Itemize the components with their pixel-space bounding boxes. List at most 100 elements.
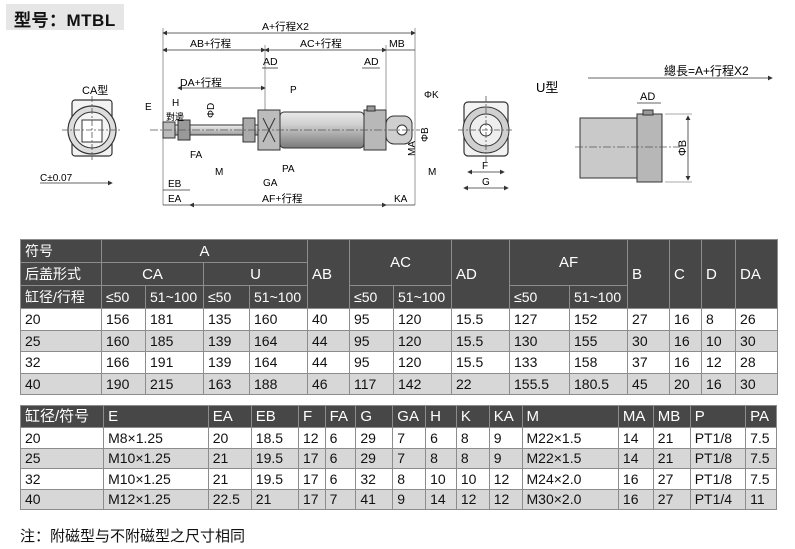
table1-cell: 8 [701,308,737,331]
table2-header-cell: EA [207,405,252,428]
table2-cell: 8 [455,447,490,469]
table2-header-cell: E [103,405,209,428]
table2-header-cell: 缸径/符号 [19,405,105,428]
table2-header-cell: H [425,405,457,428]
table2-header-cell: MB [652,405,691,428]
label-e: E [145,102,152,113]
table1-cell: 20 [669,372,703,395]
table2-cell: 25 [19,447,105,469]
table1-cell: 30 [627,329,671,352]
u-ad: AD [640,91,655,103]
dim-ea: EA [168,194,182,205]
table1-cell: 166 [101,351,146,374]
ca-view-label: CA型 [82,83,108,97]
label-ma: MA [407,141,418,156]
table1-cell: 10 [701,329,737,352]
dim-ac-stroke: AC+行程 [300,37,342,50]
model-title: 型号：MTBL [6,4,124,30]
header-af: AF [509,239,629,286]
table2-cell: 19.5 [250,447,299,469]
header-ac-le50: ≤50 [349,285,395,309]
dim-da-stroke: DA+行程 [180,76,222,89]
table1-cell: 22 [451,372,511,395]
table2-cell: 7 [392,427,427,449]
dim-ad-right: AD [364,56,379,68]
table1-cell: 15.5 [451,329,511,352]
c-tol-label: C±0.07 [40,173,73,184]
header-ca-le50: ≤50 [101,285,146,309]
table1-cell: 215 [145,372,204,395]
table1-cell: 152 [569,308,629,331]
table2-cell: PT1/8 [689,427,747,449]
table2-header-cell: G [355,405,394,428]
table1-cell: 142 [393,372,453,395]
table2-header-cell: F [297,405,326,428]
table2-cell: M22×1.5 [521,447,619,469]
table1-cell: 30 [735,372,779,395]
table1-cell: 16 [669,329,703,352]
side-view: A+行程X2 AB+行程 AC+行程 MB AD AD DA+行程 [145,20,439,208]
table1-header-row-3: 缸径/行程 ≤50 51~100 ≤50 51~100 ≤50 51~100 ≤… [20,285,778,309]
header-ac: AC [349,239,453,286]
table2-header-cell: PA [745,405,777,428]
table1-cell: 45 [627,372,671,395]
dim-mb: MB [389,38,405,50]
table1-cell: 139 [203,351,250,374]
table1-cell: 16 [669,308,703,331]
table2-cell: 10 [455,468,490,490]
label-pa: PA [282,164,295,175]
dim-a-stroke2: A+行程X2 [262,20,309,33]
label-ga: GA [263,178,278,189]
table2-cell: 14 [617,447,654,469]
table2-cell: PT1/8 [689,468,747,490]
label-m-right: M [428,167,436,178]
label-phi-d: ΦD [206,103,217,118]
right-end-view: F G [458,96,514,191]
table1-cell: 15.5 [451,308,511,331]
table1-cell: 95 [349,308,395,331]
table2-cell: 14 [425,488,457,510]
dim-eb: EB [168,179,182,190]
label-h: H [172,98,179,109]
table2-cell: 29 [355,427,394,449]
table2-cell: 7 [392,447,427,469]
header-ca: CA [101,262,204,286]
table1-cell: 12 [701,351,737,374]
table1-cell: 127 [509,308,571,331]
table1-cell: 28 [735,351,779,374]
table2-cell: M8×1.25 [103,427,209,449]
header-af-le50: ≤50 [509,285,571,309]
label-p: P [290,85,297,96]
table2-cell: 7.5 [745,427,777,449]
table2-header-cell: GA [392,405,427,428]
label-fa: FA [190,150,203,161]
label-phi-b: ΦB [420,127,431,142]
table2-cell: 12 [297,427,326,449]
table2-cell: 22.5 [207,488,252,510]
table1-cell: 40 [307,308,351,331]
ca-end-view: CA型 C±0.07 [40,83,122,186]
table2-cell: 6 [324,468,357,490]
table2-cell: 21 [207,468,252,490]
table1-cell: 32 [20,351,102,374]
table2-cell: 7.5 [745,447,777,469]
table1-cell: 26 [735,308,779,331]
table1-cell: 117 [349,372,395,395]
table1-cell: 180.5 [569,372,629,395]
header-ac-51-100: 51~100 [393,285,453,309]
header-symbol: 符号 [20,239,102,263]
table2-cell: 6 [324,427,357,449]
table1-cell: 155 [569,329,629,352]
table2-cell: 9 [488,447,523,469]
table2-cell: PT1/4 [689,488,747,510]
header-cover-type: 后盖形式 [20,262,102,286]
table1-cell: 37 [627,351,671,374]
u-type-view: U型 總長=A+行程X2 AD ΦB [536,63,773,183]
